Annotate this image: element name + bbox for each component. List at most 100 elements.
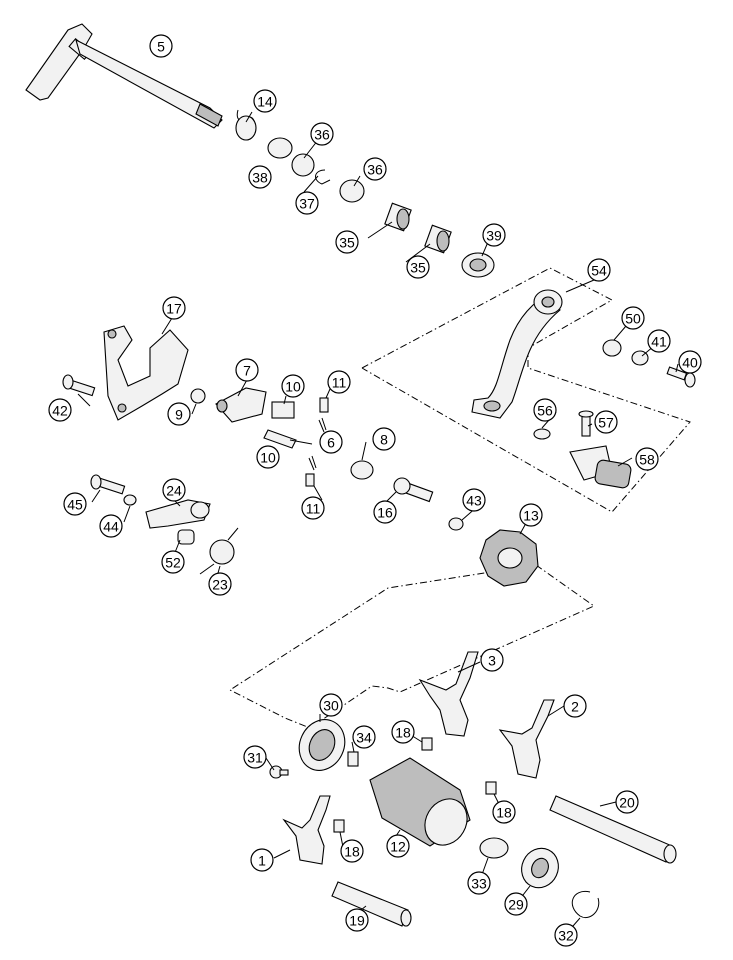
pin-57-part: [578, 410, 594, 437]
callout-40: 40: [678, 350, 702, 374]
callout-circle: [563, 694, 587, 718]
callout-circle: [319, 693, 343, 717]
callout-circle: [243, 745, 267, 769]
callout-number: 18: [395, 725, 411, 741]
callout-14: 14: [253, 89, 277, 113]
callout-11b: 11: [301, 496, 325, 520]
callout-35b: 35: [406, 255, 430, 279]
bearing-29-part: [521, 847, 559, 889]
circlip-37-part: [315, 169, 331, 185]
needle-bearing-35b-part: [424, 224, 452, 254]
callout-circle: [335, 230, 359, 254]
callout-number: 29: [508, 897, 524, 913]
callout-circle: [492, 800, 516, 824]
callout-number: 13: [523, 508, 539, 524]
shift-drum-locating-13-part: [479, 529, 539, 587]
callout-37: 37: [295, 191, 319, 215]
callout-number: 23: [212, 577, 228, 593]
washer-44-part: [123, 494, 137, 506]
callout-17: 17: [162, 296, 186, 320]
shift-fork-2-part: [498, 699, 555, 779]
callout-39: 39: [482, 223, 506, 247]
callout-number: 9: [175, 407, 183, 423]
callout-2: 2: [563, 694, 587, 718]
callout-number: 35: [339, 235, 355, 251]
callout-circle: [635, 447, 659, 471]
callout-circle: [678, 350, 702, 374]
callout-number: 11: [306, 501, 321, 517]
washer-43-part: [448, 517, 464, 531]
callout-29: 29: [504, 892, 528, 916]
callout-number: 11: [332, 375, 347, 391]
callout-circle: [504, 892, 528, 916]
callout-number: 24: [166, 483, 182, 499]
callout-3: 3: [480, 648, 504, 672]
callout-43: 43: [462, 488, 486, 512]
callout-19: 19: [345, 908, 369, 932]
washer-50-part: [602, 339, 622, 357]
callout-36b: 36: [363, 157, 387, 181]
bolt-45-part: [90, 474, 126, 495]
callout-50: 50: [621, 306, 645, 330]
bolt-42-part: [62, 374, 96, 397]
cover-plate-17-part: [103, 325, 189, 421]
callout-20: 20: [615, 790, 639, 814]
pin-18a-part: [421, 737, 433, 751]
callout-circle: [519, 503, 543, 527]
callout-circle: [162, 478, 186, 502]
callout-circle: [554, 923, 578, 947]
washer-8-part: [350, 460, 374, 480]
callout-57: 57: [594, 410, 618, 434]
callout-7: 7: [235, 358, 259, 382]
shift-tip-58-part: [569, 445, 632, 489]
callout-number: 30: [323, 698, 339, 714]
callout-number: 32: [558, 928, 574, 944]
callout-circle: [149, 34, 173, 58]
shift-drum-12-part: [369, 757, 471, 847]
callout-circle: [327, 370, 351, 394]
callout-number: 37: [299, 196, 315, 212]
callout-number: 31: [247, 750, 263, 766]
callout-number: 2: [571, 699, 579, 715]
callout-number: 1: [258, 853, 266, 869]
bolt-16-part: [393, 477, 434, 503]
callout-number: 58: [639, 452, 655, 468]
callout-number: 54: [591, 263, 607, 279]
callout-13: 13: [519, 503, 543, 527]
callout-44: 44: [99, 514, 123, 538]
callout-number: 36: [314, 127, 330, 143]
callout-circle: [99, 514, 123, 538]
callout-circle: [235, 358, 259, 382]
callout-number: 40: [682, 355, 698, 371]
callout-circle: [621, 306, 645, 330]
callout-circle: [208, 572, 232, 596]
callout-number: 19: [349, 913, 365, 929]
callout-number: 10: [260, 450, 276, 466]
callout-number: 6: [327, 435, 335, 451]
spring-6a-part: [318, 417, 327, 433]
callout-number: 18: [344, 844, 360, 860]
assembly-outline-shift-lever: [361, 267, 691, 513]
callout-circle: [167, 402, 191, 426]
callout-18a: 18: [391, 720, 415, 744]
callout-16: 16: [373, 500, 397, 524]
callout-circle: [480, 648, 504, 672]
callout-circle: [406, 255, 430, 279]
callout-number: 16: [377, 505, 393, 521]
spring-6b-part: [308, 455, 317, 471]
callout-41: 41: [647, 329, 671, 353]
callout-number: 17: [166, 301, 182, 317]
callout-10b: 10: [256, 445, 280, 469]
callout-circle: [482, 223, 506, 247]
callout-number: 7: [243, 363, 251, 379]
callout-32: 32: [554, 923, 578, 947]
callout-circle: [256, 445, 280, 469]
shift-shaft-part: [25, 23, 223, 129]
callout-circle: [319, 430, 343, 454]
callout-35a: 35: [335, 230, 359, 254]
callout-36a: 36: [310, 122, 334, 146]
callout-circle: [363, 157, 387, 181]
spring-23-part: [199, 527, 239, 575]
